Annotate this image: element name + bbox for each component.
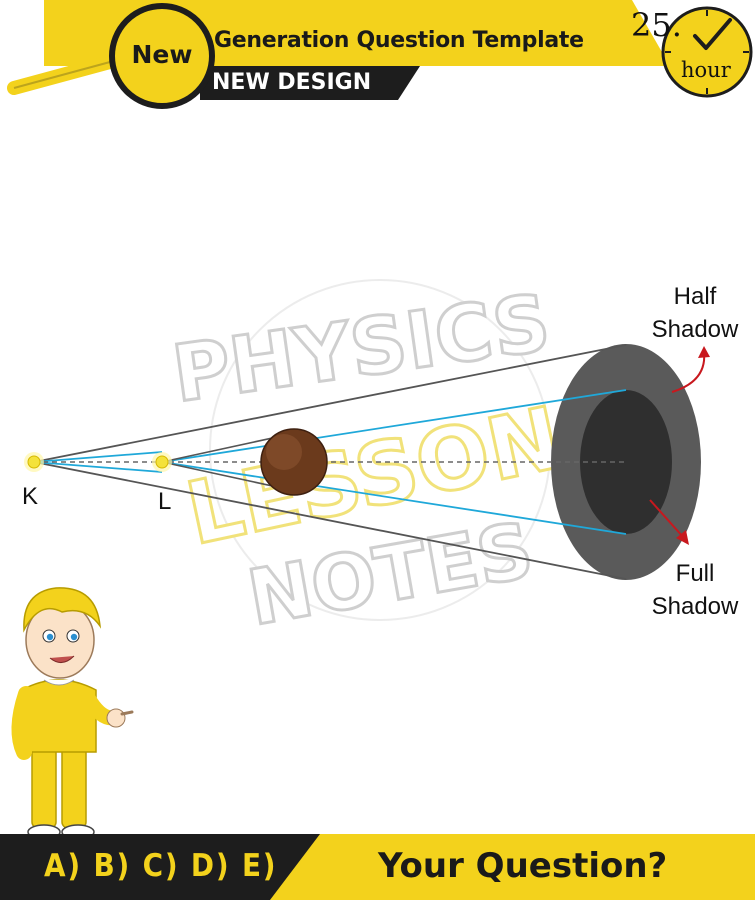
ray-k-bottom (33, 461, 627, 580)
opaque-ball (260, 428, 328, 496)
full-shadow-region (580, 390, 672, 534)
ray-k-to-l-bottom (33, 461, 163, 473)
answer-choices: A) B) C) D) E) (44, 848, 278, 884)
footer-dark-band (0, 834, 320, 900)
header (7, 0, 753, 109)
half-shadow-label-line2: Shadow (651, 316, 739, 343)
ray-l-top (161, 389, 627, 463)
source-label-k: K (22, 483, 39, 510)
ray-l-bottom (161, 461, 627, 535)
clock-icon (661, 6, 753, 98)
full-shadow-label-line1: Full (675, 560, 715, 587)
light-source-k (24, 452, 44, 472)
light-source-l (152, 452, 172, 472)
cartoon-boy (11, 587, 134, 840)
source-label-l: L (158, 488, 172, 515)
half-shadow-arrow (671, 346, 710, 393)
clock-number: 25. (631, 6, 682, 44)
full-shadow-label-line2: Shadow (651, 593, 739, 620)
half-shadow-label: Half Shadow (640, 280, 750, 346)
header-subtitle: NEW DESIGN (212, 70, 372, 95)
magnifier-icon (7, 3, 215, 109)
shadow-screen (551, 344, 701, 580)
full-shadow-arrow (649, 499, 689, 545)
physics-lesson-notes-watermark: PHYSICS LESSON NOTES (166, 277, 571, 644)
footer (0, 834, 755, 900)
new-badge: New (131, 40, 193, 69)
header-dark-band (200, 66, 420, 100)
clock-unit: hour (681, 58, 731, 82)
ray-k-to-l-top (33, 451, 163, 463)
full-shadow-label: Full Shadow (640, 557, 750, 623)
half-shadow-label-line1: Half (673, 283, 717, 310)
question-prompt: Your Question? (378, 846, 668, 886)
header-title: Generation Question Template (214, 28, 584, 53)
ray-k-top (33, 344, 627, 463)
